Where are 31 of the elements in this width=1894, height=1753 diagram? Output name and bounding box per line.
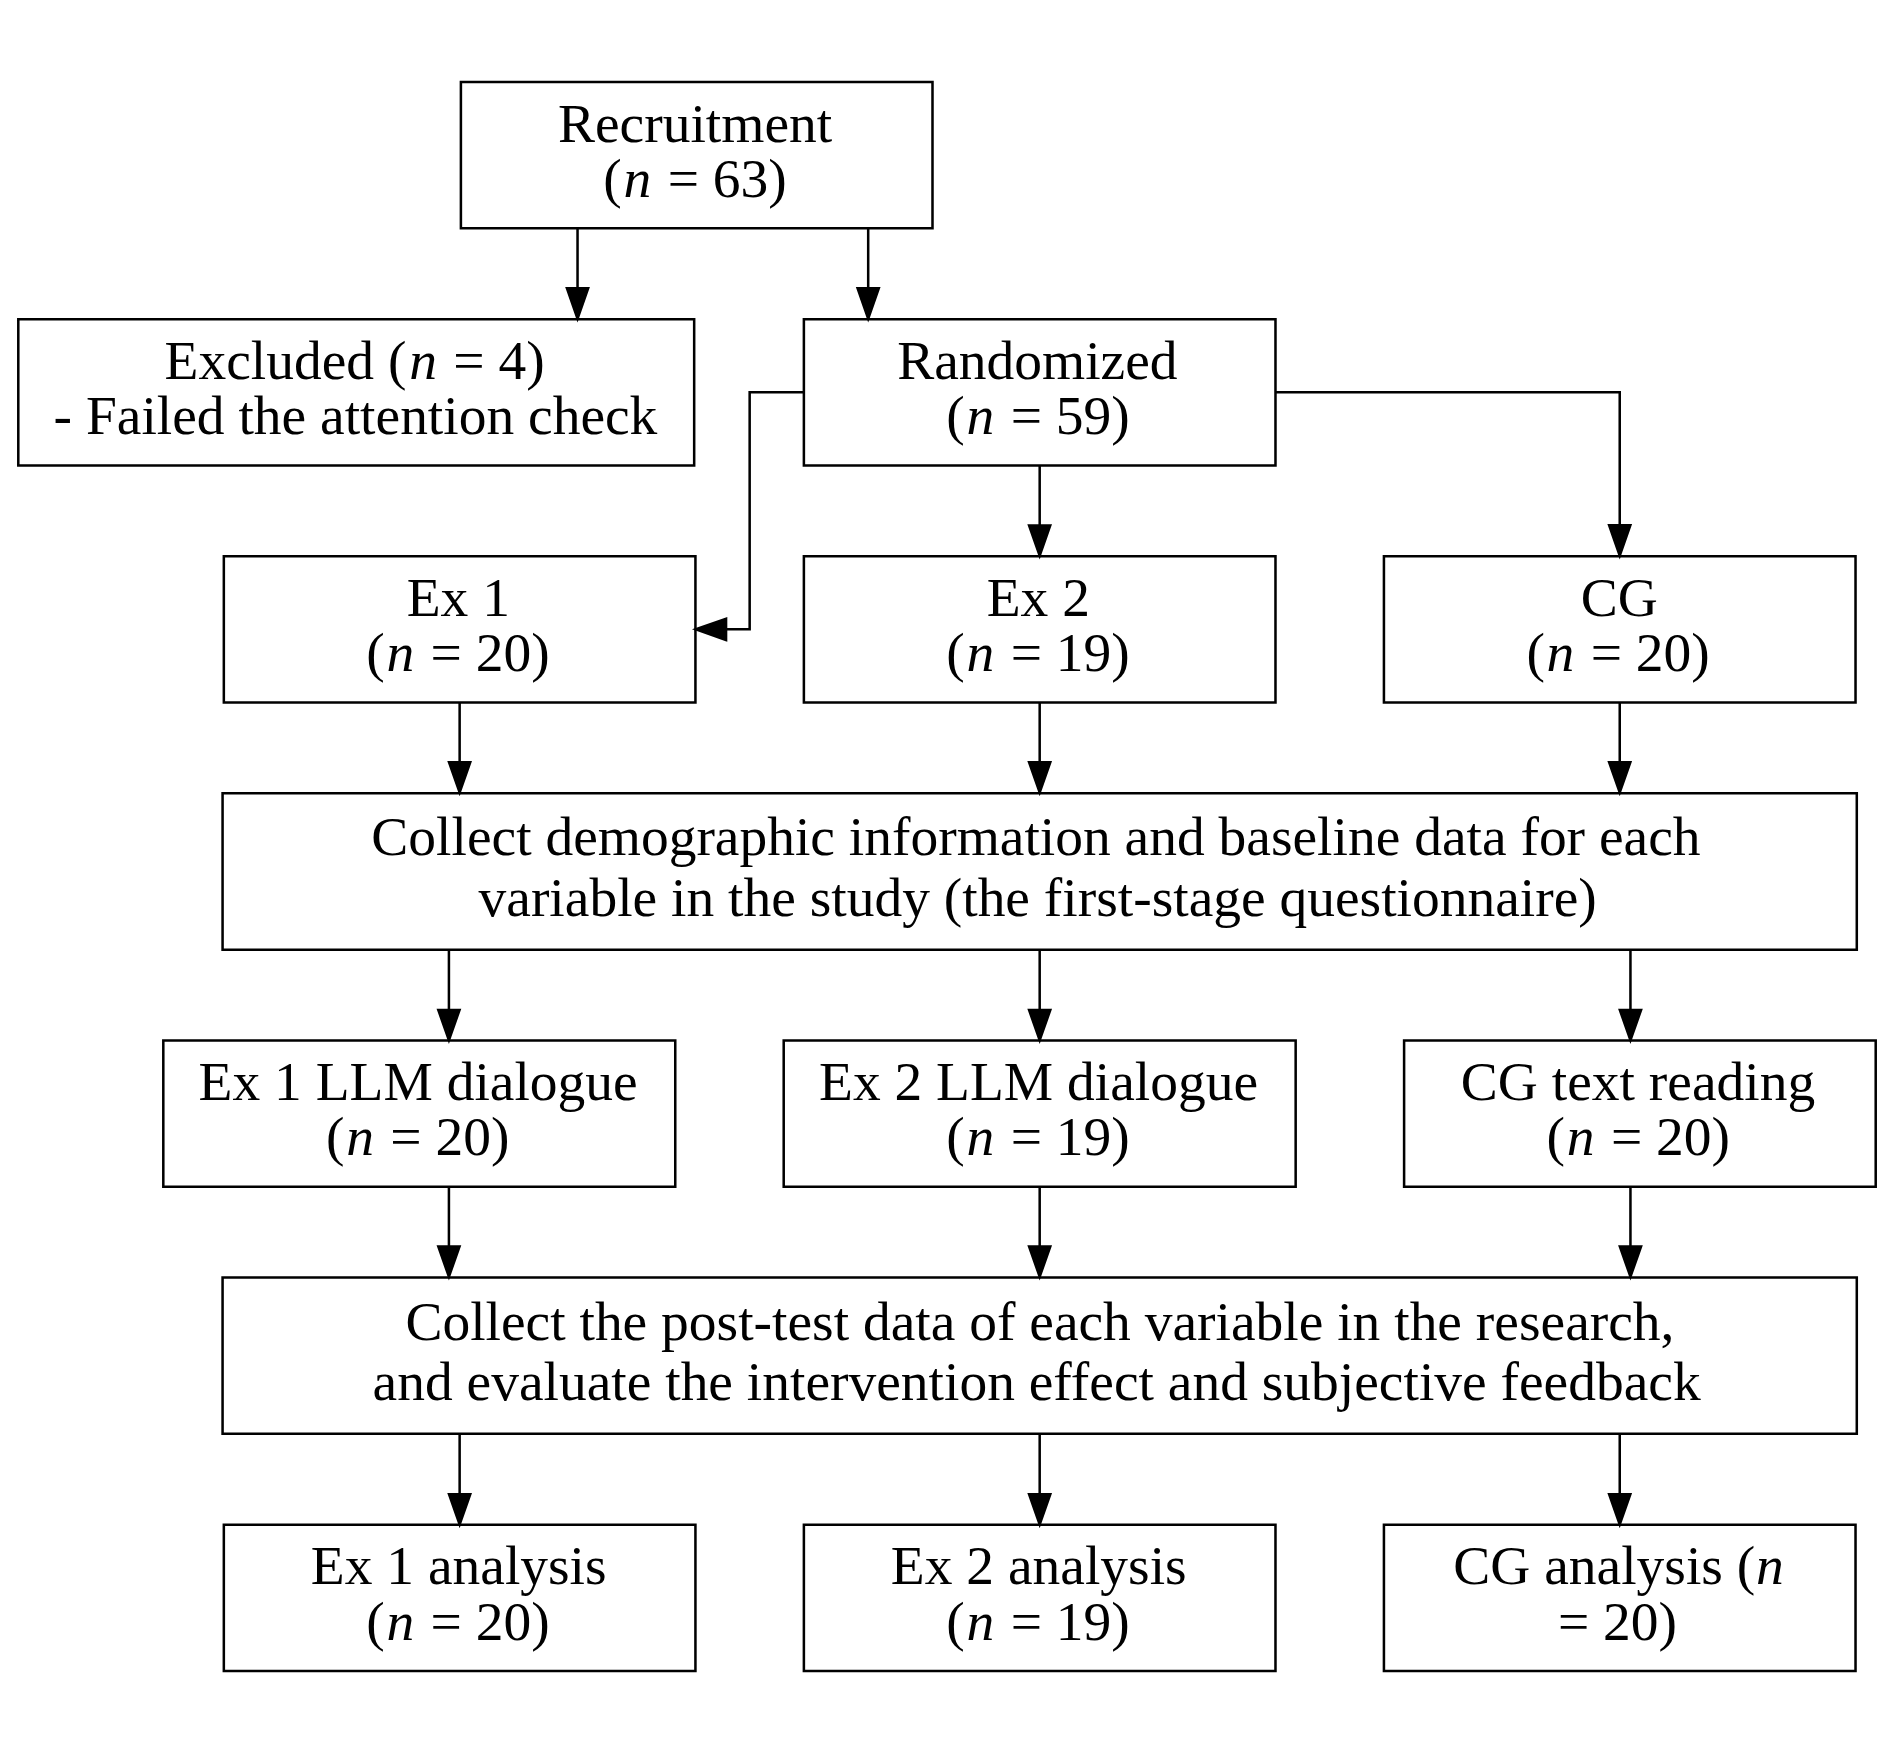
node-box: Ex 1 (n = 20) xyxy=(222,554,697,704)
arrow xyxy=(1607,1434,1633,1529)
arrow xyxy=(691,391,804,642)
node-box: Ex 1 analysis (n = 20) xyxy=(222,1523,697,1673)
node-box: CG analysis (n = 20) xyxy=(1382,1523,1857,1673)
arrow xyxy=(1618,1186,1643,1281)
arrow xyxy=(436,950,462,1045)
node-box: CG (n = 20) xyxy=(1382,554,1857,704)
arrow xyxy=(1027,702,1053,797)
arrow xyxy=(447,1434,472,1529)
arrow xyxy=(1027,1434,1053,1529)
node-box: Collect demographic information and baseline data for each variable in the study (the first-stage questionnaire) xyxy=(221,792,1859,951)
arrow xyxy=(1027,1186,1053,1281)
arrow xyxy=(565,228,590,323)
node-box: Recruitment (n = 63) xyxy=(459,80,934,230)
node-box: Ex 2 LLM dialogue (n = 19) xyxy=(782,1039,1297,1188)
arrow xyxy=(1027,466,1053,560)
node-box: Randomized (n = 59) xyxy=(802,317,1277,467)
arrow xyxy=(1275,391,1633,560)
arrow xyxy=(1607,702,1633,797)
node-box: Ex 2 analysis (n = 19) xyxy=(802,1523,1277,1673)
arrow xyxy=(1618,950,1643,1045)
arrow xyxy=(855,228,881,323)
node-box: Excluded (n = 4) - Failed the attention check xyxy=(17,317,696,467)
node-box: Collect the post-test data of each variable in the research, and evaluate the intervention effect and subjective feedback xyxy=(221,1276,1859,1436)
node-box: Ex 2 (n = 19) xyxy=(802,554,1277,704)
node-box: Ex 1 LLM dialogue (n = 20) xyxy=(162,1039,677,1188)
arrow xyxy=(447,702,472,797)
arrow xyxy=(1027,950,1053,1045)
node-box: CG text reading (n = 20) xyxy=(1402,1039,1877,1188)
arrow xyxy=(436,1186,462,1281)
